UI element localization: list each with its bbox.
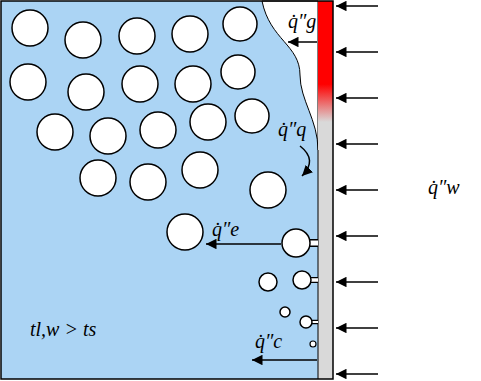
flux-label: q̇″w bbox=[428, 176, 460, 198]
vapor-bubbles bbox=[10, 7, 290, 317]
liquid bbox=[1, 1, 318, 379]
domain-border bbox=[1, 1, 333, 379]
vapor-region bbox=[262, 1, 318, 150]
flux-label: q̇″q bbox=[278, 118, 306, 140]
wall-surface bbox=[318, 150, 319, 379]
flux-label: q̇″c bbox=[255, 330, 282, 352]
flux-label: q̇″g bbox=[288, 10, 316, 32]
attached-bubbles bbox=[282, 229, 318, 347]
heated-wall bbox=[318, 1, 333, 379]
flux-arrows bbox=[206, 42, 317, 360]
flux-label: q̇″e bbox=[212, 218, 239, 240]
wall-heat-arrows bbox=[336, 6, 378, 374]
condition-label: tl,w > ts bbox=[30, 318, 96, 340]
